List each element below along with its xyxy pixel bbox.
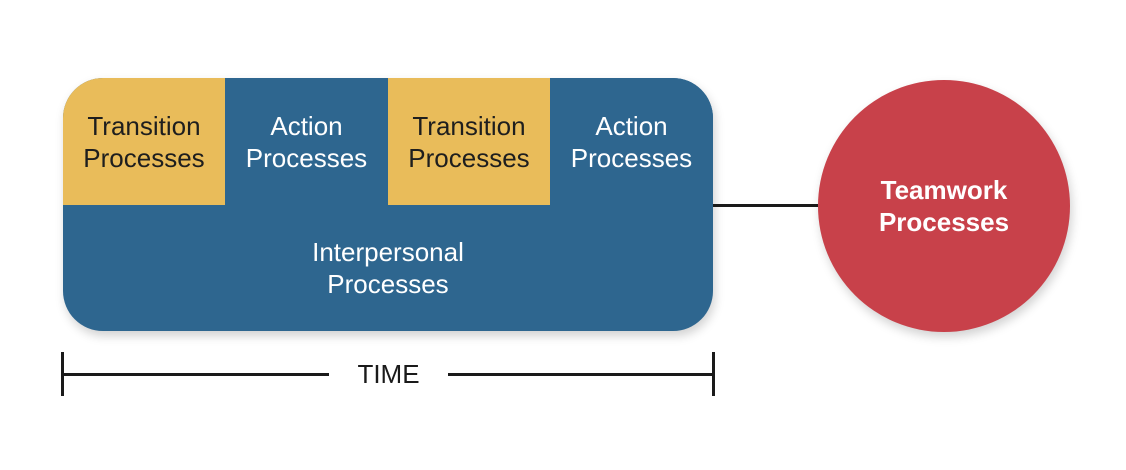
time-axis-label: TIME [357,359,420,389]
teamwork-label-line-2: Processes [878,207,1010,237]
transition-label-1-line-1: Transition [87,110,201,141]
time-axis-line-right [448,373,715,376]
interpersonal-label-line-1: Interpersonal [312,237,464,267]
teamwork-processes-circle: Teamwork Processes [818,80,1070,332]
time-axis: TIME [61,352,715,396]
teamwork-label-line-1: Teamwork [880,175,1008,205]
transition-processes-block-2: Transition Processes [388,78,550,205]
action-label-1-line-1: Action [270,110,343,141]
process-container: Transition Processes Action Processes Tr… [63,78,713,331]
action-processes-block-1: Action Processes [225,78,388,205]
transition-processes-block-1: Transition Processes [63,78,225,205]
action-processes-block-2: Action Processes [550,78,713,205]
interpersonal-processes-block: Interpersonal Processes [63,205,713,331]
transition-label-2-line-2: Processes [408,142,530,173]
connector-line [713,204,818,207]
interpersonal-label-line-2: Processes [327,269,449,299]
transition-label-1-line-2: Processes [83,142,205,173]
action-label-2-line-1: Action [595,110,668,141]
action-label-2-line-2: Processes [570,142,693,173]
action-label-1-line-2: Processes [245,142,368,173]
transition-label-2-line-1: Transition [412,110,526,141]
time-axis-end-tick [712,352,715,396]
time-axis-line-left [61,373,329,376]
